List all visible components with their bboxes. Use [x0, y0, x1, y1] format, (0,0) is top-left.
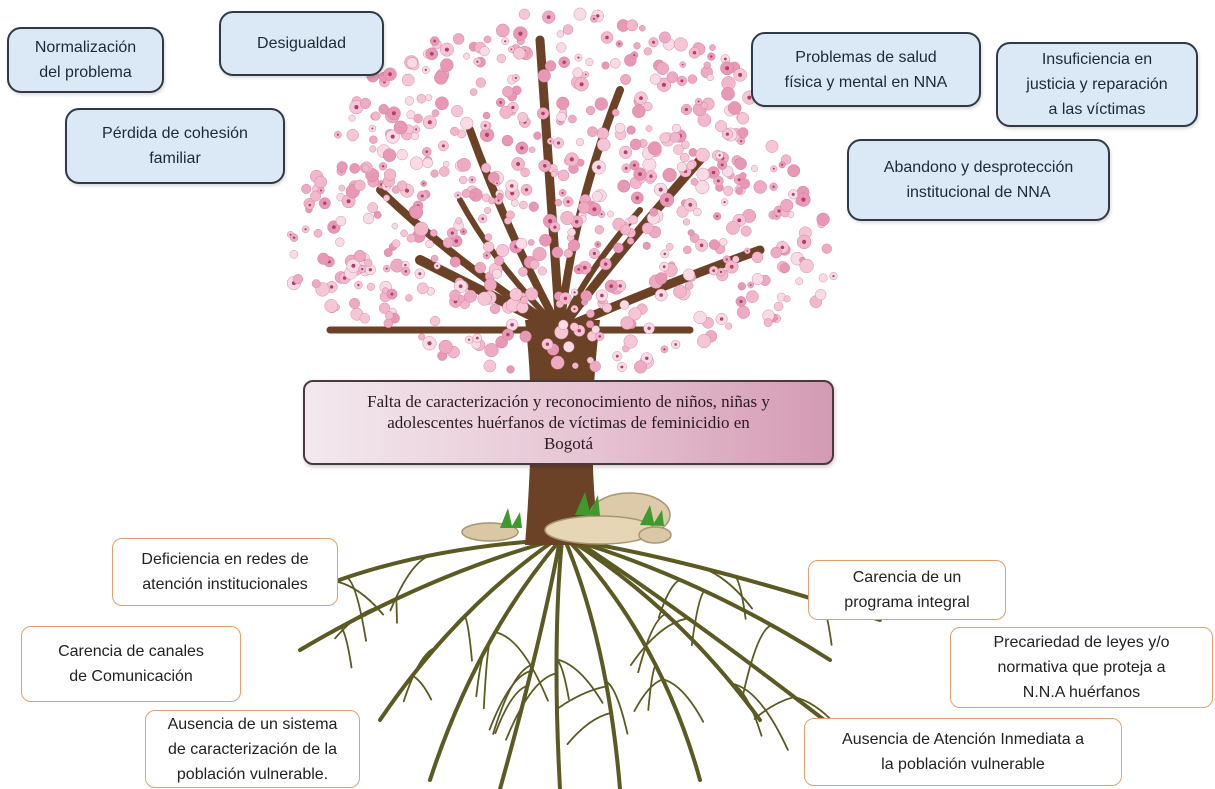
central-problem-box: Falta de caracterización y reconocimient…	[303, 380, 834, 465]
cause-box-characterization-system: Ausencia de un sistema de caracterizació…	[145, 710, 360, 788]
effect-box-abandonment: Abandono y desprotección institucional d…	[847, 139, 1110, 221]
tree-blossoms	[286, 7, 838, 374]
effect-box-health-problems: Problemas de salud física y mental en NN…	[751, 32, 981, 107]
cause-box-institutional-networks: Deficiencia en redes de atención institu…	[112, 538, 338, 606]
effect-box-normalization: Normalización del problema	[7, 27, 164, 93]
effect-box-family-cohesion: Pérdida de cohesión familiar	[65, 108, 285, 184]
rocks-and-grass	[461, 492, 672, 545]
cause-box-integral-program: Carencia de un programa integral	[808, 560, 1006, 620]
cause-box-immediate-attention: Ausencia de Atención Inmediata a la pobl…	[804, 718, 1122, 786]
effect-box-inequality: Desigualdad	[219, 11, 384, 76]
tree-roots	[288, 538, 882, 789]
effect-box-justice: Insuficiencia en justicia y reparación a…	[996, 42, 1198, 127]
cause-box-communication-channels: Carencia de canales de Comunicación	[21, 626, 241, 702]
cause-box-laws: Precariedad de leyes y/o normativa que p…	[950, 627, 1213, 708]
